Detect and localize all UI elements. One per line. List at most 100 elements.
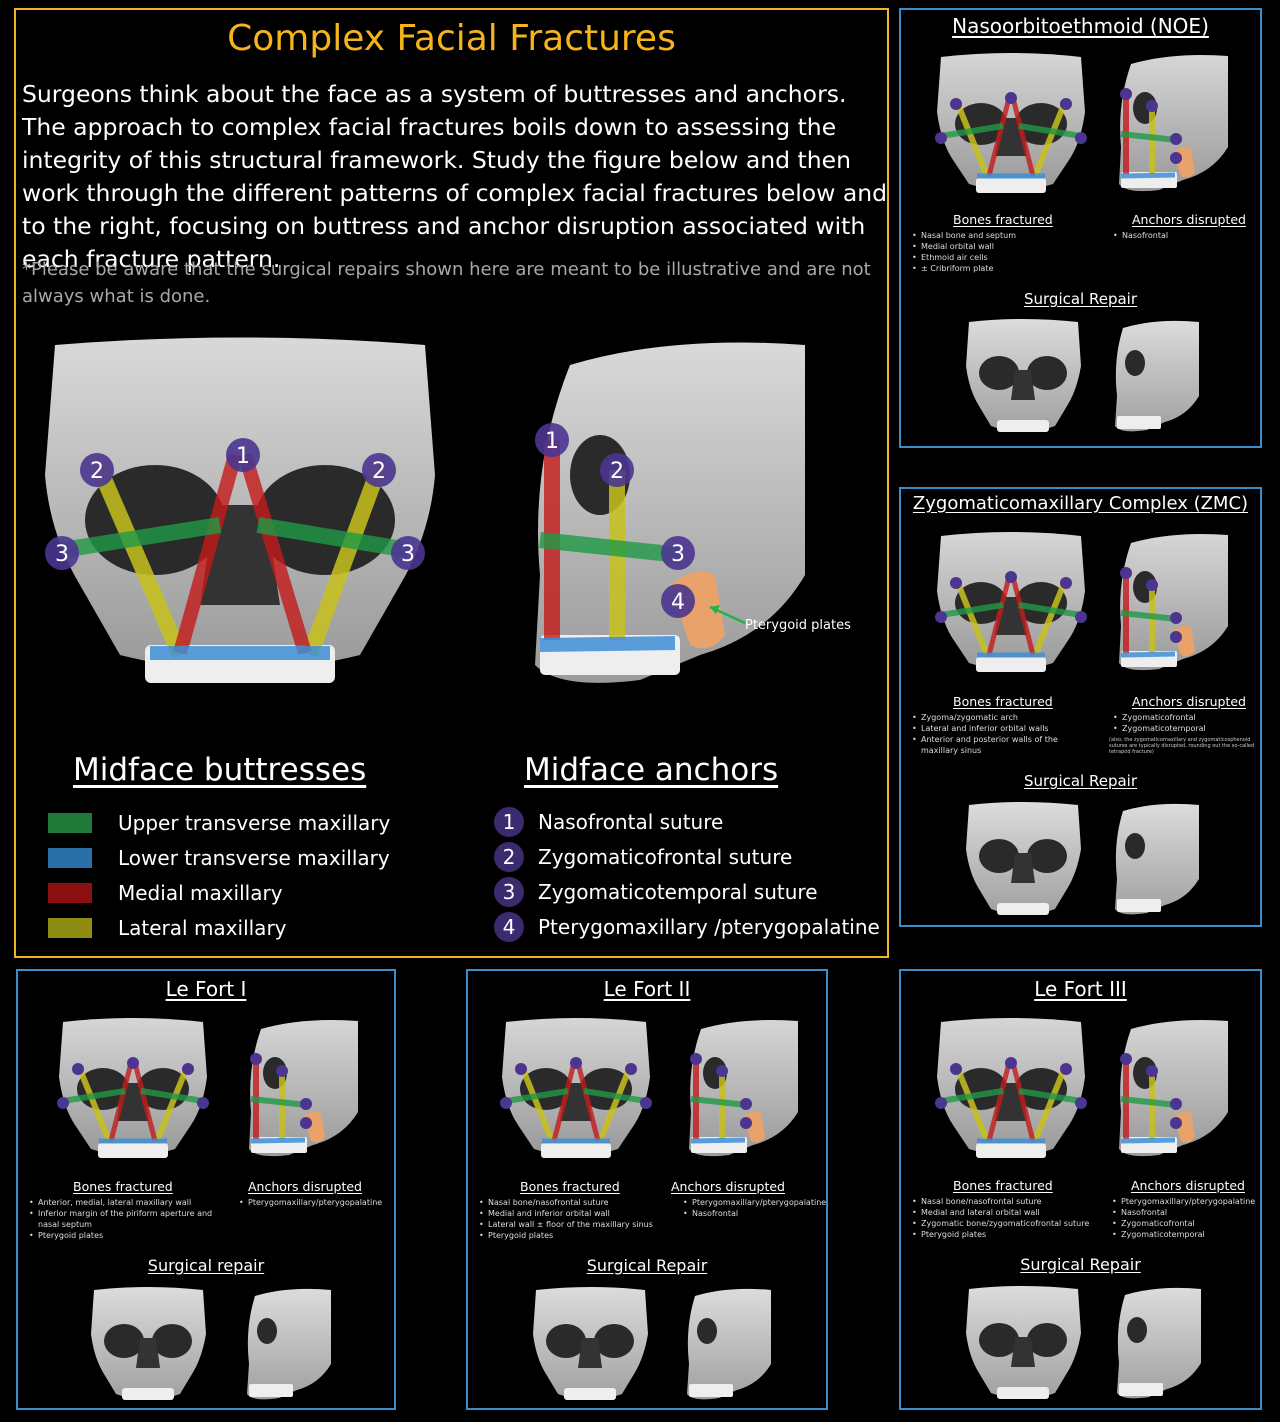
lefort3-repair-frontal (966, 1286, 1081, 1399)
list-item: Medial and inferior orbital wall (479, 1208, 678, 1219)
legend-lower-transverse: Lower transverse maxillary (48, 843, 390, 873)
noe-repair-frontal (966, 319, 1081, 432)
anchor-4: 4 Pterygomaxillary /pterygopalatine (494, 912, 880, 942)
lefort3-anchors-list: Pterygomaxillary/pterygopalatine Nasofro… (1111, 1196, 1255, 1240)
lefort2-anchors-heading: Anchors disrupted (671, 1179, 785, 1194)
list-item: Anterior and posterior walls of the maxi… (912, 734, 1096, 756)
lefort3-lateral-skull (1119, 1020, 1228, 1157)
legend-swatch (48, 848, 92, 868)
noe-bones-list: Nasal bone and septum Medial orbital wal… (911, 230, 1016, 274)
anchor-number: 2 (494, 842, 524, 872)
buttresses-heading: Midface buttresses (73, 752, 367, 788)
lefort3-title: Le Fort III (1034, 977, 1127, 1001)
list-item: Nasal bone/nasofrontal suture (912, 1196, 1111, 1207)
list-item: Lateral wall ± floor of the maxillary si… (479, 1219, 678, 1230)
noe-frontal-skull (935, 53, 1087, 193)
svg-text:2: 2 (610, 459, 624, 484)
lefort3-frontal-skull (935, 1018, 1087, 1158)
list-item: Pterygoid plates (912, 1229, 1111, 1240)
list-item: Zygomatic bone/zygomaticofrontal suture (912, 1218, 1111, 1229)
zmc-panel: Zygomaticomaxillary Complex (ZMC) Bones … (899, 487, 1262, 927)
legend-label: Lateral maxillary (118, 916, 287, 940)
svg-text:2: 2 (90, 459, 104, 484)
legend-lateral-maxillary: Lateral maxillary (48, 913, 287, 943)
lefort2-anchors-list: Pterygomaxillary/pterygopalatine Nasofro… (682, 1197, 826, 1219)
lefort1-bones-list: Anterior, medial, lateral maxillary wall… (28, 1197, 233, 1241)
anchor-number: 4 (494, 912, 524, 942)
svg-text:1: 1 (545, 429, 559, 454)
list-item: Zygoma/zygomatic arch (912, 712, 1096, 723)
lefort2-repair-heading: Surgical Repair (586, 1256, 708, 1275)
legend-swatch (48, 813, 92, 833)
list-item: Zygomaticotemporal (1113, 723, 1206, 734)
lefort3-repair-heading: Surgical Repair (1020, 1255, 1141, 1274)
legend-label: Medial maxillary (118, 881, 283, 905)
zmc-anchors-heading: Anchors disrupted (1132, 694, 1246, 709)
list-item: Pterygoid plates (479, 1230, 678, 1241)
lefort1-panel: Le Fort I Bones fractured Anchors disrup… (16, 969, 396, 1410)
lefort1-title: Le Fort I (165, 977, 247, 1001)
list-item: Pterygomaxillary/pterygopalatine (683, 1197, 826, 1208)
list-item: Anterior, medial, lateral maxillary wall (29, 1197, 233, 1208)
zmc-bones-heading: Bones fractured (953, 694, 1053, 709)
lateral-skull-diagram: 1 2 3 4 (535, 342, 805, 683)
anchor-label: Pterygomaxillary /pterygopalatine (538, 915, 880, 939)
zmc-lateral-skull (1119, 534, 1228, 671)
zmc-bones-list: Zygoma/zygomatic arch Lateral and inferi… (911, 712, 1096, 756)
list-item: Nasal bone/nasofrontal suture (479, 1197, 678, 1208)
noe-title: Nasoorbitoethmoid (NOE) (952, 14, 1209, 38)
lefort1-repair-lateral (247, 1288, 331, 1400)
main-title: Complex Facial Fractures (227, 18, 676, 59)
legend-label: Lower transverse maxillary (118, 846, 390, 870)
lefort2-lateral-skull (689, 1020, 798, 1157)
anchor-1: 1 Nasofrontal suture (494, 807, 723, 837)
lefort2-bones-heading: Bones fractured (520, 1179, 620, 1194)
list-item: Pterygomaxillary/pterygopalatine (1112, 1196, 1255, 1207)
list-item: ± Cribriform plate (912, 263, 1016, 274)
anchor-label: Nasofrontal suture (538, 810, 724, 834)
legend-medial-maxillary: Medial maxillary (48, 878, 283, 908)
noe-repair-heading: Surgical Repair (1023, 290, 1138, 308)
list-item: Nasofrontal (1113, 230, 1168, 241)
lefort2-repair-lateral (687, 1288, 771, 1400)
svg-text:2: 2 (372, 459, 386, 484)
svg-text:1: 1 (236, 444, 250, 469)
svg-text:4: 4 (671, 590, 685, 615)
list-item: Inferior margin of the piriform aperture… (29, 1208, 233, 1230)
lefort1-lateral-skull (249, 1020, 358, 1157)
lefort2-panel: Le Fort II Bones fractured Anchors disru… (466, 969, 828, 1410)
list-item: Nasofrontal (683, 1208, 826, 1219)
intro-text: Surgeons think about the face as a syste… (22, 80, 888, 273)
list-item: Zygomaticotemporal (1112, 1229, 1255, 1240)
lefort3-bones-list: Nasal bone/nasofrontal suture Medial and… (911, 1196, 1111, 1240)
list-item: Pterygomaxillary/pterygopalatine (239, 1197, 382, 1208)
zmc-footnote: (also, the zygomaticomaxillary and zygom… (1109, 737, 1255, 755)
list-item: Zygomaticofrontal (1113, 712, 1206, 723)
pterygoid-plates-label: Pterygoid plates (745, 618, 851, 633)
noe-lateral-skull (1119, 55, 1228, 192)
svg-text:3: 3 (401, 542, 415, 567)
lefort3-repair-lateral (1117, 1287, 1201, 1399)
legend-upper-transverse: Upper transverse maxillary (48, 808, 390, 838)
lefort3-anchors-heading: Anchors disrupted (1131, 1178, 1245, 1193)
zmc-repair-lateral (1115, 803, 1199, 915)
list-item: Medial orbital wall (912, 241, 1016, 252)
legend-label: Upper transverse maxillary (118, 811, 391, 835)
noe-anchors-list: Nasofrontal (1112, 230, 1168, 241)
lefort1-repair-heading: Surgical repair (147, 1256, 265, 1275)
zmc-title: Zygomaticomaxillary Complex (ZMC) (912, 493, 1249, 514)
lefort2-frontal-skull (500, 1018, 652, 1158)
anchor-label: Zygomaticotemporal suture (538, 880, 818, 904)
list-item: Medial and lateral orbital wall (912, 1207, 1111, 1218)
list-item: Lateral and inferior orbital walls (912, 723, 1096, 734)
lefort1-bones-heading: Bones fractured (73, 1179, 173, 1194)
list-item: Zygomaticofrontal (1112, 1218, 1255, 1229)
lefort3-panel: Le Fort III Bones fractured Anchors disr… (899, 969, 1262, 1410)
list-item: Nasofrontal (1112, 1207, 1255, 1218)
anchor-number: 1 (494, 807, 524, 837)
anchors-heading: Midface anchors (524, 752, 779, 788)
zmc-anchors-list: Zygomaticofrontal Zygomaticotemporal (1112, 712, 1206, 734)
noe-bones-heading: Bones fractured (953, 212, 1053, 227)
lefort1-frontal-skull (57, 1018, 209, 1158)
